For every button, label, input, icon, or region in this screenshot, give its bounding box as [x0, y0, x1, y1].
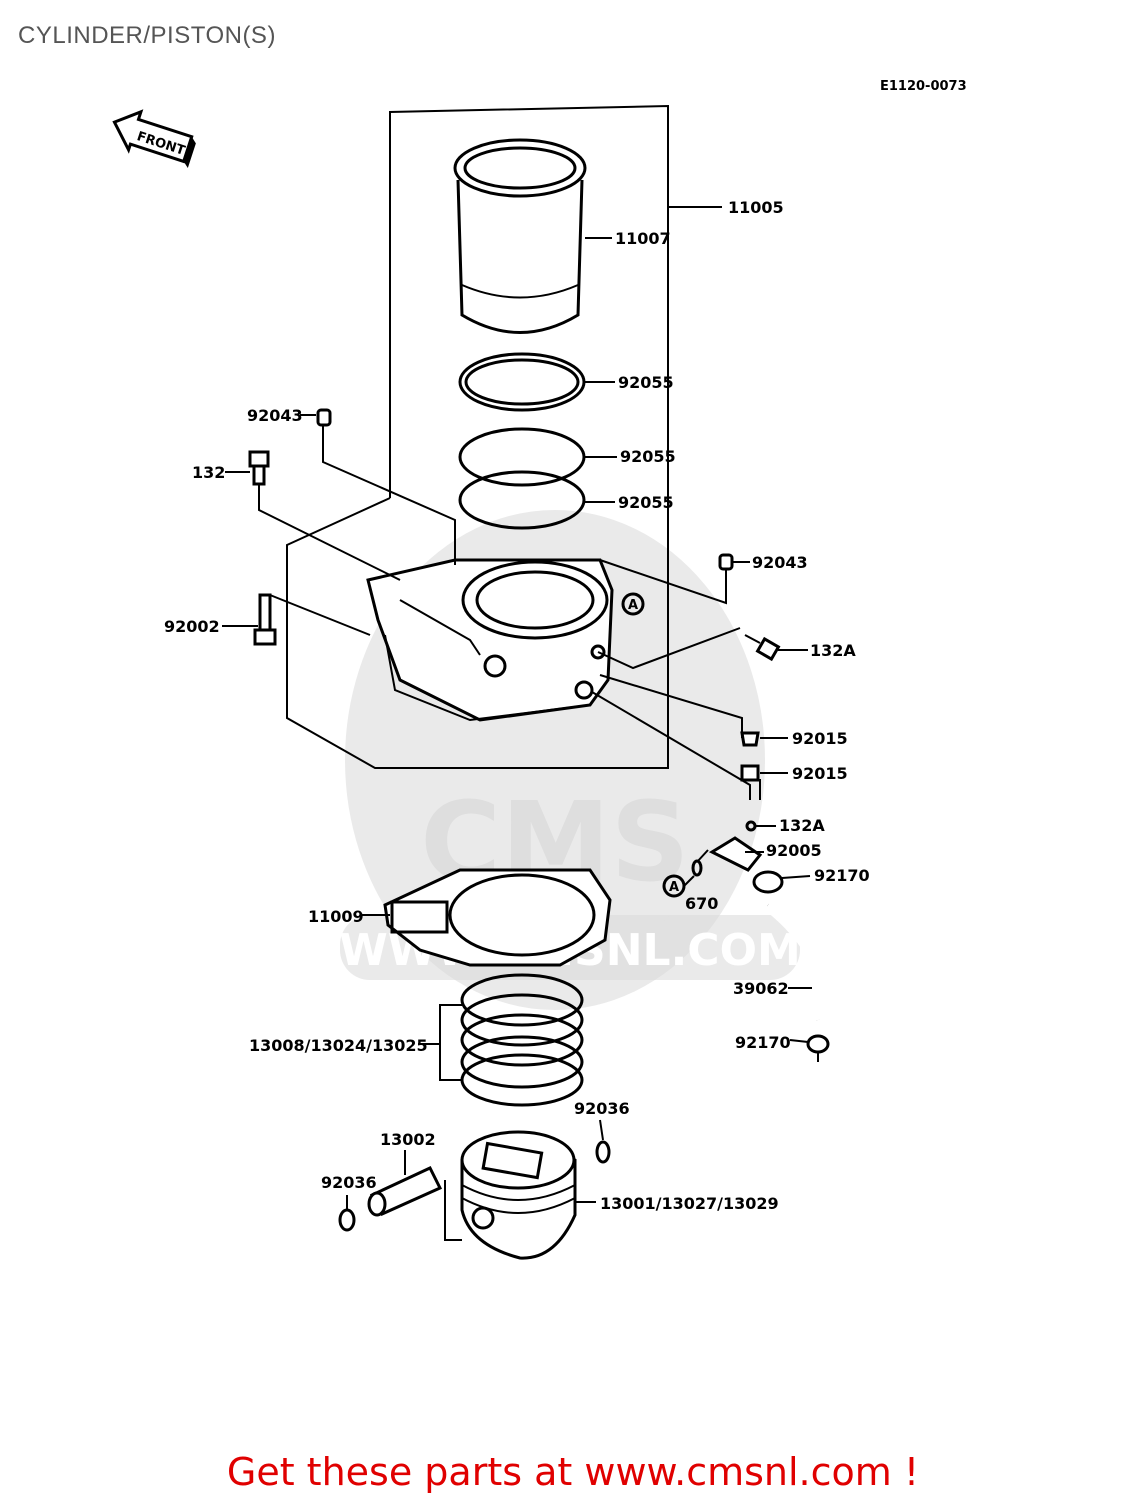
part-label-92015-b: 92015 — [792, 764, 848, 783]
ref-a-block: A — [628, 598, 638, 613]
cylinder-sleeve — [453, 138, 612, 334]
parts-diagram: CMS WWW.CMSNL.COM E1120-0073 FRONT — [112, 79, 967, 1260]
part-label-92043-a: 92043 — [247, 406, 303, 425]
part-label-92036-b: 92036 — [321, 1173, 377, 1192]
o-rings — [458, 352, 617, 530]
part-label-92170-a: 92170 — [814, 866, 870, 885]
part-label-11007: 11007 — [615, 229, 671, 248]
part-label-132a-2: 132A — [779, 816, 825, 835]
part-label-92055-b: 92055 — [620, 447, 676, 466]
part-label-132: 132 — [192, 463, 225, 482]
part-label-92002: 92002 — [164, 617, 220, 636]
bolt-132 — [225, 450, 401, 581]
cta-link[interactable]: Get these parts at www.cmsnl.com ! — [226, 1450, 920, 1494]
stud-92043-right — [599, 553, 750, 605]
part-label-670: 670 — [685, 894, 718, 913]
part-label-132a-1: 132A — [810, 641, 856, 660]
assembly-bracket — [286, 104, 722, 769]
part-label-92043-b: 92043 — [752, 553, 808, 572]
part-label-13002: 13002 — [380, 1130, 436, 1149]
part-label-11005: 11005 — [728, 198, 784, 217]
part-label-92036-a: 92036 — [574, 1099, 630, 1118]
part-label-92055-c: 92055 — [618, 493, 674, 512]
head-gasket — [362, 868, 612, 967]
diagram-code: E1120-0073 — [880, 79, 967, 94]
part-label-92005: 92005 — [766, 841, 822, 860]
cylinder-block — [366, 558, 614, 722]
ref-a-fitting: A — [669, 880, 679, 895]
part-label-13001: 13001/13027/13029 — [600, 1194, 779, 1213]
piston-rings — [418, 973, 584, 1107]
part-label-92015-a: 92015 — [792, 729, 848, 748]
front-arrow-icon: FRONT — [112, 109, 196, 169]
circlips — [338, 1119, 611, 1232]
hose-assembly — [752, 870, 830, 1062]
part-label-92055-a: 92055 — [618, 373, 674, 392]
oil-fitting-group — [662, 779, 776, 898]
piston-pin — [367, 1150, 462, 1241]
bolt-132a — [597, 627, 808, 670]
page-title: CYLINDER/PISTON(S) — [18, 22, 276, 49]
part-label-11009: 11009 — [308, 907, 364, 926]
stud-92043-left — [300, 408, 456, 565]
part-label-92170-b: 92170 — [735, 1033, 791, 1052]
part-label-39062: 39062 — [733, 979, 789, 998]
nuts-92015 — [591, 674, 788, 800]
part-label-13008: 13008/13024/13025 — [249, 1036, 428, 1055]
bolt-92002 — [222, 593, 371, 646]
piston — [460, 1130, 596, 1260]
